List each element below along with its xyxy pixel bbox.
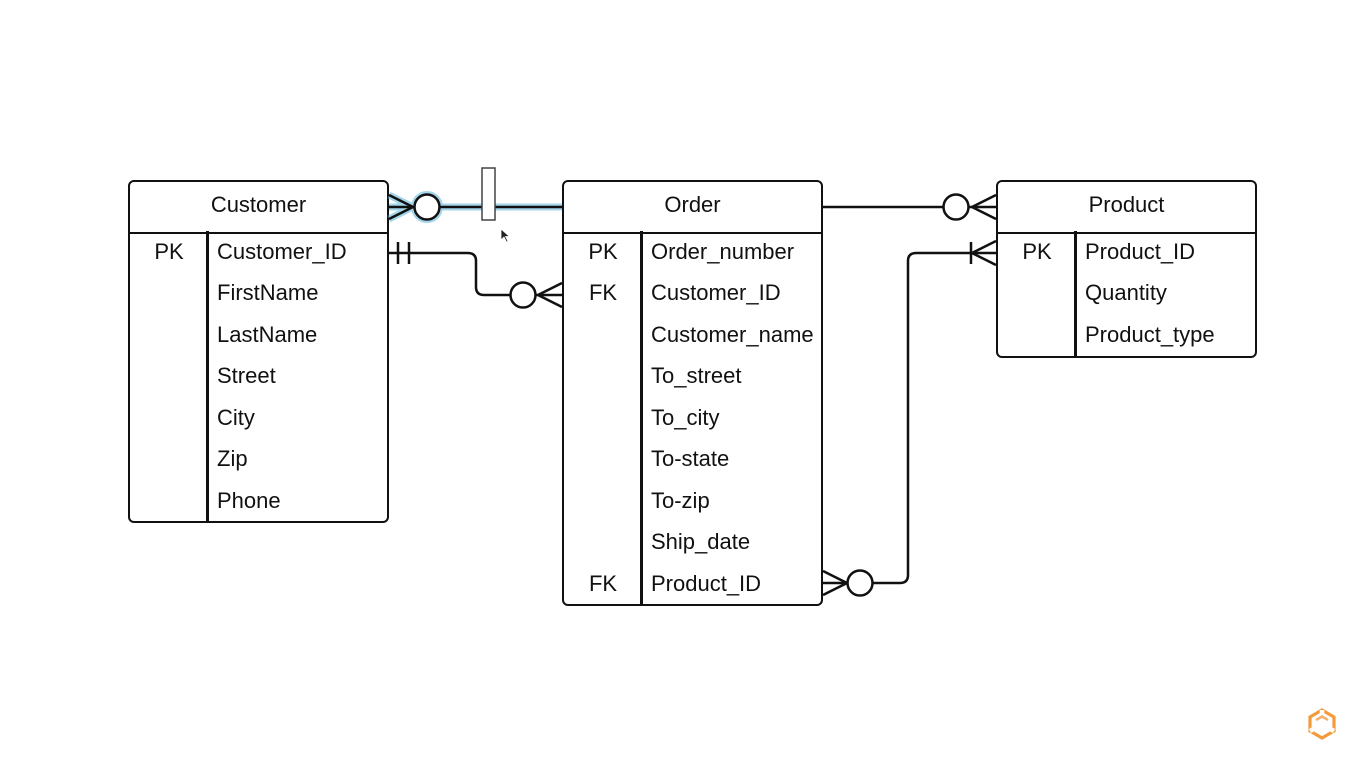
field-name: Product_ID bbox=[1085, 238, 1196, 264]
column-divider bbox=[1074, 231, 1077, 356]
field-name: Customer_name bbox=[651, 321, 814, 347]
mouse-cursor-icon bbox=[500, 228, 511, 243]
relationship-customer-order-selected[interactable] bbox=[387, 167, 562, 223]
crows-foot-many bbox=[971, 205, 997, 221]
field-name: Ship_date bbox=[651, 529, 751, 555]
entity-row[interactable]: PK Customer_ID bbox=[130, 231, 387, 273]
optional-circle bbox=[846, 569, 874, 597]
field-name: Product_type bbox=[1085, 321, 1215, 347]
entity-row[interactable]: LastName bbox=[130, 314, 387, 356]
entity-row[interactable]: Quantity bbox=[998, 273, 1255, 315]
field-name: Product_ID bbox=[651, 570, 762, 596]
entity-row[interactable]: Street bbox=[130, 356, 387, 398]
crows-foot-many bbox=[388, 193, 414, 209]
key-label: PK bbox=[154, 238, 184, 264]
entity-row[interactable]: Product_type bbox=[998, 314, 1255, 356]
entity-row[interactable]: City bbox=[130, 397, 387, 439]
crows-foot-many bbox=[822, 581, 848, 597]
brand-logo-icon bbox=[1308, 708, 1336, 740]
relationship-order-product[interactable] bbox=[823, 193, 997, 221]
key-label: FK bbox=[588, 570, 618, 596]
entity-row[interactable]: To_city bbox=[564, 397, 821, 439]
key-label: PK bbox=[1022, 238, 1052, 264]
relationship-customer-id[interactable] bbox=[389, 242, 563, 309]
column-divider bbox=[206, 231, 209, 522]
entity-row[interactable]: To_street bbox=[564, 356, 821, 398]
crows-foot-many bbox=[971, 239, 997, 255]
field-name: Quantity bbox=[1085, 280, 1167, 306]
crows-foot-many bbox=[537, 293, 563, 309]
crows-foot-many bbox=[971, 251, 997, 267]
field-name: To_street bbox=[651, 363, 742, 389]
field-name: To-zip bbox=[651, 487, 710, 513]
entity-title: Product bbox=[998, 182, 1255, 234]
entity-row[interactable]: To-state bbox=[564, 439, 821, 481]
crows-foot-many bbox=[388, 205, 414, 221]
field-name: To_city bbox=[651, 404, 720, 430]
relationship-line[interactable] bbox=[389, 251, 510, 297]
field-name: City bbox=[217, 404, 255, 430]
field-name: Street bbox=[217, 363, 276, 389]
entity-title: Customer bbox=[130, 182, 387, 234]
field-name: Customer_ID bbox=[217, 238, 347, 264]
line-drag-handle[interactable] bbox=[481, 167, 496, 221]
entity-row[interactable]: PK Order_number bbox=[564, 231, 821, 273]
crows-foot-many bbox=[537, 281, 563, 297]
crows-foot-many bbox=[971, 193, 997, 209]
entity-row[interactable]: Ship_date bbox=[564, 522, 821, 564]
crows-foot-many bbox=[822, 569, 848, 585]
entity-row[interactable]: Phone bbox=[130, 480, 387, 522]
field-name: FirstName bbox=[217, 280, 319, 306]
field-name: Zip bbox=[217, 446, 248, 472]
column-divider bbox=[640, 231, 643, 605]
entity-row[interactable]: Customer_name bbox=[564, 314, 821, 356]
optional-circle bbox=[509, 281, 537, 309]
field-name: Order_number bbox=[651, 238, 795, 264]
entity-row[interactable]: To-zip bbox=[564, 480, 821, 522]
relationship-line[interactable] bbox=[873, 251, 996, 585]
optional-circle bbox=[942, 193, 970, 221]
optional-circle bbox=[413, 193, 441, 221]
field-name: To-state bbox=[651, 446, 730, 472]
field-name: Customer_ID bbox=[651, 280, 781, 306]
key-label: FK bbox=[588, 280, 618, 306]
field-name: Phone bbox=[217, 487, 281, 513]
entity-title: Order bbox=[564, 182, 821, 234]
field-name: LastName bbox=[217, 321, 318, 347]
entity-row[interactable]: FirstName bbox=[130, 273, 387, 315]
entity-row[interactable]: FK Customer_ID bbox=[564, 273, 821, 315]
key-label: PK bbox=[588, 238, 618, 264]
entity-row[interactable]: FK Product_ID bbox=[564, 563, 821, 605]
entity-row[interactable]: Zip bbox=[130, 439, 387, 481]
entity-row[interactable]: PK Product_ID bbox=[998, 231, 1255, 273]
relationship-product-id[interactable] bbox=[822, 239, 997, 597]
